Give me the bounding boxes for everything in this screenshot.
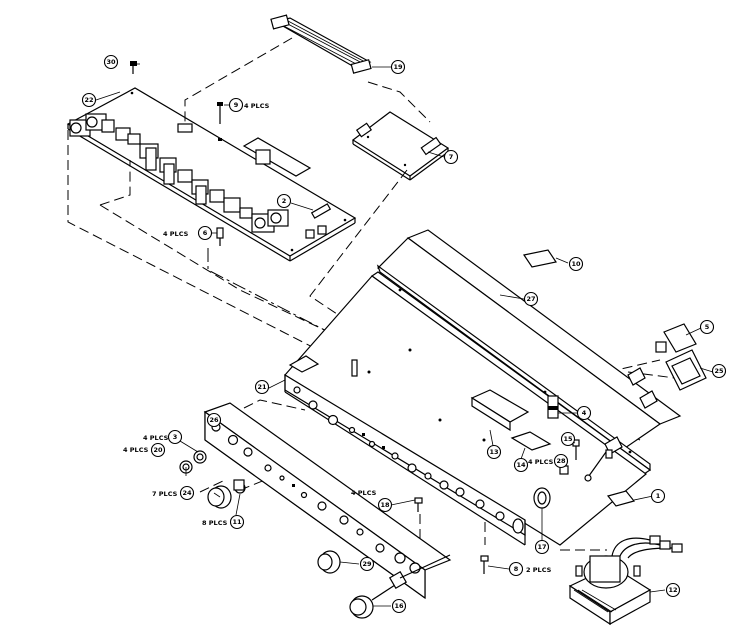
- callout-2: 2: [276, 193, 292, 209]
- callout-9: 9: [228, 97, 244, 113]
- svg-text:19: 19: [393, 63, 403, 71]
- transformer: [568, 535, 683, 626]
- main-pcb: [66, 87, 357, 262]
- svg-text:8: 8: [514, 565, 519, 573]
- svg-text:22: 22: [84, 96, 93, 104]
- callout-24: 24: [179, 485, 195, 501]
- callout-20: 20: [150, 442, 166, 458]
- svg-text:6: 6: [203, 229, 208, 237]
- svg-text:15: 15: [563, 435, 573, 443]
- callout-28: 28: [553, 453, 569, 469]
- callout-30: 30: [103, 54, 119, 70]
- right-hardware: [470, 249, 707, 507]
- qty-note-28: 4 PLCS: [528, 458, 554, 466]
- qty-note-6: 4 PLCS: [163, 230, 189, 238]
- callout-5: 5: [699, 319, 715, 335]
- callout-26: 26: [206, 412, 222, 428]
- svg-text:1: 1: [656, 492, 661, 500]
- svg-text:28: 28: [556, 457, 566, 465]
- svg-text:18: 18: [380, 501, 390, 509]
- svg-text:20: 20: [153, 446, 163, 454]
- svg-text:9: 9: [234, 101, 239, 109]
- callout-18: 18: [377, 497, 393, 513]
- qty-note-18: 4 PLCS: [351, 489, 377, 497]
- svg-text:21: 21: [257, 383, 267, 391]
- svg-text:27: 27: [526, 295, 535, 303]
- small-pcb: [351, 111, 450, 181]
- qty-note-8: 2 PLCS: [526, 566, 552, 574]
- svg-text:4: 4: [582, 409, 587, 417]
- ribbon-cable: [270, 14, 372, 74]
- callout-balloons: 30 22 9 19 7 2 6 10 27 5 25 21 4 26 3 20…: [81, 54, 727, 614]
- callout-8: 8: [508, 561, 524, 577]
- callout-4: 4: [576, 405, 592, 421]
- svg-text:5: 5: [705, 323, 710, 331]
- screws-top: [130, 61, 224, 246]
- svg-text:11: 11: [232, 518, 242, 526]
- svg-text:3: 3: [173, 433, 178, 441]
- svg-text:24: 24: [182, 489, 192, 497]
- svg-text:12: 12: [668, 586, 677, 594]
- callout-11: 11: [229, 514, 245, 530]
- svg-text:29: 29: [362, 560, 372, 568]
- callout-6: 6: [197, 225, 213, 241]
- callout-10: 10: [568, 256, 584, 272]
- callout-15: 15: [560, 431, 576, 447]
- callout-27: 27: [523, 291, 539, 307]
- callout-29: 29: [359, 556, 375, 572]
- knobs-jacks: [179, 450, 551, 619]
- svg-text:14: 14: [516, 461, 526, 469]
- qty-note-9: 4 PLCS: [244, 102, 270, 110]
- callout-22: 22: [81, 92, 97, 108]
- svg-text:13: 13: [489, 448, 498, 456]
- svg-text:10: 10: [571, 260, 581, 268]
- callout-17: 17: [534, 539, 550, 555]
- callout-16: 16: [391, 598, 407, 614]
- qty-note-20: 4 PLCS: [123, 446, 149, 454]
- callout-19: 19: [390, 59, 406, 75]
- qty-note-11: 8 PLCS: [202, 519, 228, 527]
- svg-text:26: 26: [209, 416, 219, 424]
- quantity-notes: 4 PLCS 4 PLCS 4 PLCS 4 PLCS 7 PLCS 8 PLC…: [123, 102, 554, 574]
- svg-text:30: 30: [106, 58, 116, 66]
- svg-text:16: 16: [394, 602, 404, 610]
- callout-7: 7: [443, 149, 459, 165]
- svg-text:7: 7: [449, 153, 454, 161]
- qty-note-24: 7 PLCS: [152, 490, 178, 498]
- callout-21: 21: [254, 379, 270, 395]
- callout-3: 3: [167, 429, 183, 445]
- callout-25: 25: [711, 363, 727, 379]
- svg-text:2: 2: [282, 197, 287, 205]
- callout-1: 1: [650, 488, 666, 504]
- svg-text:25: 25: [714, 367, 724, 375]
- callout-13: 13: [486, 444, 502, 460]
- front-panel: [203, 402, 452, 600]
- callout-14: 14: [513, 457, 529, 473]
- svg-text:17: 17: [537, 543, 546, 551]
- callout-12: 12: [665, 582, 681, 598]
- qty-note-3: 4 PLCS: [143, 434, 169, 442]
